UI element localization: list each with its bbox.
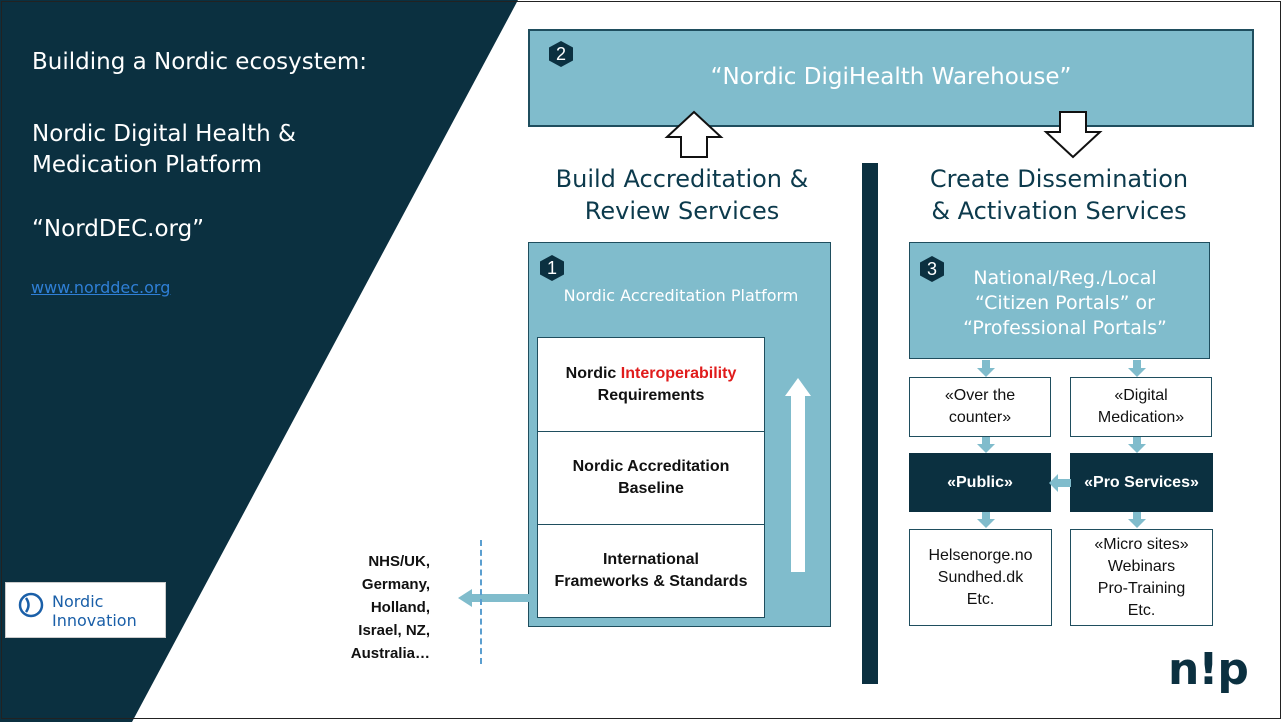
public-site-item: Helsenorge.no [928, 546, 1033, 564]
international-frameworks-row: International Frameworks & Standards [537, 524, 765, 618]
international-frameworks-line2: Frameworks & Standards [554, 573, 748, 590]
accreditation-number-badge: 1 [538, 254, 566, 282]
logo-text-line1: Nordic [52, 592, 104, 611]
build-services-heading: Build Accreditation & Review Services [532, 163, 832, 227]
accreditation-baseline-row: Nordic Accreditation Baseline [537, 431, 765, 525]
portals-box [909, 242, 1210, 359]
slide-title: Building a Nordic ecosystem: [32, 49, 368, 75]
public-box: «Public» [909, 453, 1051, 512]
pro-site-item: «Micro sites» [1094, 535, 1189, 553]
over-the-counter-line1: «Over the [944, 387, 1016, 404]
interoperability-row-prefix: Nordic [565, 364, 621, 382]
digital-medication-line1: «Digital [1114, 387, 1168, 404]
org-name: “NordDEC.org” [32, 216, 205, 242]
portals-label-line3: “Professional Portals” [963, 317, 1167, 339]
hexagon-icon [549, 41, 573, 67]
logo-text: Nordic Innovation [52, 592, 137, 630]
interoperability-row-line1: Nordic Interoperability [566, 363, 737, 385]
over-the-counter-line2: counter» [948, 409, 1012, 426]
left-arrow-small-icon [1049, 474, 1071, 492]
international-frameworks-line1: International [602, 551, 699, 568]
left-arrow-icon [458, 589, 530, 607]
country-item: NHS/UK, [368, 553, 430, 570]
interoperability-requirements-row: Nordic Interoperability Requirements [537, 337, 765, 432]
platform-name-line2: Medication Platform [32, 152, 263, 178]
portals-label-line2: “Citizen Portals” or [975, 292, 1155, 314]
public-site-item: Sundhed.dk [937, 568, 1024, 586]
country-item: Australia… [350, 645, 430, 662]
white-up-arrow-icon [785, 378, 811, 572]
country-item: Holland, [370, 599, 430, 616]
pro-site-item: Etc. [1127, 601, 1156, 619]
country-item: Germany, [361, 576, 430, 593]
country-item: Israel, NZ, [358, 622, 430, 639]
pro-services-box: «Pro Services» [1070, 453, 1213, 512]
nordic-innovation-logo: Nordic Innovation [5, 582, 166, 638]
down-arrow-small-icon [977, 360, 995, 377]
build-services-heading-line2: Review Services [584, 197, 780, 225]
down-arrow-small-icon [977, 512, 995, 528]
over-the-counter-box: «Over the counter» [909, 377, 1051, 437]
warehouse-label: “Nordic DigiHealth Warehouse” [710, 64, 1072, 90]
nip-brand-logo: n!p [1168, 644, 1249, 695]
accreditation-baseline-line1: Nordic Accreditation [572, 458, 730, 475]
public-site-item: Etc. [966, 590, 995, 608]
accreditation-baseline-line2: Baseline [618, 480, 684, 497]
dissemination-services-heading-line1: Create Dissemination [929, 165, 1189, 193]
pro-site-item: Pro-Training [1097, 579, 1186, 597]
platform-name: Nordic Digital Health & Medication Platf… [32, 119, 296, 181]
dissemination-services-heading: Create Dissemination & Activation Servic… [906, 163, 1212, 227]
interoperability-row-line2: Requirements [597, 386, 705, 404]
up-arrow-icon [664, 110, 724, 158]
interoperability-highlight: Interoperability [620, 364, 737, 382]
nordic-innovation-logo-icon [18, 592, 44, 618]
down-arrow-small-icon [977, 437, 995, 453]
portals-label-line1: National/Reg./Local [973, 267, 1157, 289]
warehouse-number-badge: 2 [547, 40, 575, 68]
countries-list: NHS/UK, Germany, Holland, Israel, NZ, Au… [330, 550, 430, 665]
down-arrow-icon [1043, 111, 1103, 159]
dissemination-services-heading-line2: & Activation Services [931, 197, 1187, 225]
digital-medication-box: «Digital Medication» [1070, 377, 1212, 437]
logo-text-line2: Innovation [52, 611, 137, 630]
down-arrow-small-icon [1128, 512, 1146, 528]
center-divider [862, 163, 878, 684]
public-sites-box: Helsenorge.no Sundhed.dk Etc. [909, 529, 1052, 626]
down-arrow-small-icon [1128, 360, 1146, 377]
pro-site-item: Webinars [1107, 557, 1176, 575]
countries-dashed-line [480, 540, 482, 664]
portals-number-badge: 3 [918, 255, 946, 283]
pro-sites-box: «Micro sites» Webinars Pro-Training Etc. [1070, 529, 1213, 626]
accreditation-platform-title: Nordic Accreditation Platform [563, 286, 799, 305]
down-arrow-small-icon [1128, 437, 1146, 453]
digital-medication-line2: Medication» [1097, 409, 1185, 426]
warehouse-box [528, 29, 1254, 127]
platform-name-line1: Nordic Digital Health & [32, 121, 296, 147]
portals-label: National/Reg./Local “Citizen Portals” or… [950, 266, 1180, 341]
build-services-heading-line1: Build Accreditation & [555, 165, 809, 193]
hexagon-icon [920, 256, 944, 282]
hexagon-icon [540, 255, 564, 281]
website-link[interactable]: www.norddec.org [31, 278, 171, 297]
